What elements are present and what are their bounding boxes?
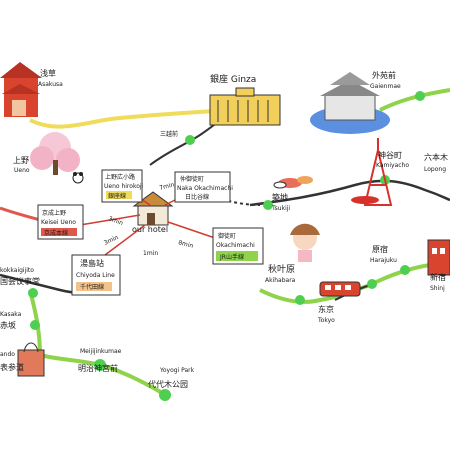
label-yushima-jp: 湯島站 xyxy=(80,258,104,268)
label-yoyogi-jp: 代代木公园 xyxy=(148,379,188,389)
label-akasaka-jp: 赤坂 xyxy=(0,320,16,330)
label-gaienmae-jp: 外苑前 xyxy=(372,70,396,80)
label-akihabara-en: Akihabara xyxy=(265,277,296,284)
station-dot-sanchome[interactable] xyxy=(185,135,195,145)
label-meiji-en: Meijijinkumae xyxy=(80,348,122,355)
label-akihabara-jp: 秋叶原 xyxy=(268,263,295,275)
label-yushima-line: 千代田線 xyxy=(80,283,104,291)
label-ginza: 銀座 Ginza xyxy=(210,73,256,85)
label-nakaokachimachi-en: Naka Okachimachi xyxy=(177,185,233,192)
walk-time-4: 1min xyxy=(143,250,158,257)
walk-time-5: 8min xyxy=(177,239,194,250)
walk-time-3: 3min xyxy=(103,234,120,247)
label-roppongi-jp: 六本木 xyxy=(424,152,448,162)
walk-time-2: 7min xyxy=(159,181,176,192)
station-dot-yoyogi[interactable] xyxy=(159,389,171,401)
label-yushima-en: Chiyoda Line xyxy=(76,272,115,279)
box-yushima[interactable]: 湯島站 Chiyoda Line 千代田線 xyxy=(71,254,121,296)
asakusa-temple-icon xyxy=(0,62,42,117)
label-nakaokachimachi-line: 日比谷線 xyxy=(185,193,209,201)
label-yoyogi-en: Yoyogi Park xyxy=(159,367,195,374)
station-dot-gaienmae[interactable] xyxy=(415,91,425,101)
track-chiyoda-south xyxy=(28,289,167,397)
label-keiseiueno-line: 京成本線 xyxy=(44,229,68,237)
label-okachimachi-line: JR山手線 xyxy=(219,253,244,261)
label-omotesando-en: ando xyxy=(0,351,15,358)
label-asakusa-en: Asakusa xyxy=(38,81,63,88)
station-dot-tokyo[interactable] xyxy=(367,279,377,289)
label-shinjuku-en: Shinj xyxy=(430,285,445,292)
station-dot-akasaka[interactable] xyxy=(30,320,40,330)
walk-time-1: 3min xyxy=(107,215,124,227)
label-harajuku-en: Harajuku xyxy=(370,257,397,264)
label-keiseiueno-en: Keisei Ueno xyxy=(41,219,76,226)
label-keiseiueno-jp: 京成上野 xyxy=(42,209,66,217)
track-ginza-gaienmae xyxy=(379,88,450,112)
track-hibiya-line xyxy=(249,179,450,207)
station-dot-harajuku[interactable] xyxy=(400,265,410,275)
hotel-building-icon xyxy=(132,191,174,226)
label-roppongi-en: Lopong xyxy=(424,166,446,173)
label-hotel: our hotel xyxy=(132,225,168,234)
tokyo-train-icon xyxy=(319,281,361,297)
box-nakaokachimachi[interactable]: 仲御徒町 Naka Okachimachi 日比谷線 xyxy=(174,171,233,203)
label-sanchome: 三越前 xyxy=(160,130,178,138)
track-ginza-line xyxy=(29,108,231,129)
walk-hotel-okachimachi xyxy=(167,221,216,239)
omotesando-bag-icon xyxy=(17,342,45,377)
label-kokkai-jp: 国会议事堂 xyxy=(0,276,40,286)
akihabara-anime-icon xyxy=(290,223,320,262)
label-tsukiji-en: Tsukiji xyxy=(271,205,290,212)
walk-hotel-keisei xyxy=(79,214,141,226)
label-uenohirokoji-en: Ueno hirokoji xyxy=(104,183,144,190)
panda-icon xyxy=(72,172,84,184)
walk-hotel-yushima xyxy=(104,224,146,256)
imperial-castle-icon xyxy=(310,72,390,134)
ginza-building-icon xyxy=(209,87,281,126)
label-asakusa-jp: 浅草 xyxy=(40,68,56,78)
label-uenohirokoji-jp: 上野広小路 xyxy=(105,173,135,181)
label-kamiyacho-en: Kamiyacho xyxy=(376,162,409,169)
tsukiji-seafood-icon xyxy=(273,176,313,189)
station-dot-kokkai[interactable] xyxy=(28,288,38,298)
label-okachimachi-en: Okachimachi xyxy=(216,242,255,249)
station-dot-tsukiji[interactable] xyxy=(263,200,273,210)
label-shinjuku-jp: 新宿 xyxy=(430,272,446,282)
label-okachimachi-jp: 御徒町 xyxy=(218,232,236,240)
box-okachimachi[interactable]: 御徒町 Okachimachi JR山手線 xyxy=(212,227,264,265)
station-dot-meiji[interactable] xyxy=(94,359,106,371)
shinjuku-building-icon xyxy=(427,239,450,276)
box-uenohirokoji[interactable]: 上野広小路 Ueno hirokoji 銀座線 xyxy=(101,169,144,203)
station-dot-akihabara[interactable] xyxy=(295,295,305,305)
label-akasaka-en: Kasaka xyxy=(0,311,22,318)
label-tokyo-en: Tokyo xyxy=(317,317,335,324)
label-ueno-en: Ueno xyxy=(14,167,30,174)
label-nakaokachimachi-jp: 仲御徒町 xyxy=(180,175,204,183)
box-keiseiueno[interactable]: 京成上野 Keisei Ueno 京成本線 xyxy=(37,204,84,240)
label-kokkai-en: kokkaigijito xyxy=(0,267,34,274)
label-kamiyacho-jp: 神谷町 xyxy=(378,150,402,160)
tokyo-tower-icon xyxy=(351,138,393,206)
label-tokyo-jp: 东京 xyxy=(318,304,334,314)
ueno-cherry-tree-icon xyxy=(30,132,80,175)
label-gaienmae-en: Gaienmae xyxy=(370,83,401,90)
label-uenohirokoji-line: 銀座線 xyxy=(108,192,126,200)
label-meiji-jp: 明治神宮前 xyxy=(78,363,118,373)
label-omotesando-jp: 表参道 xyxy=(0,362,24,372)
label-tsukiji-jp: 築地 xyxy=(272,192,288,202)
label-ueno-jp: 上野 xyxy=(13,156,29,165)
label-harajuku-jp: 原宿 xyxy=(372,244,388,254)
